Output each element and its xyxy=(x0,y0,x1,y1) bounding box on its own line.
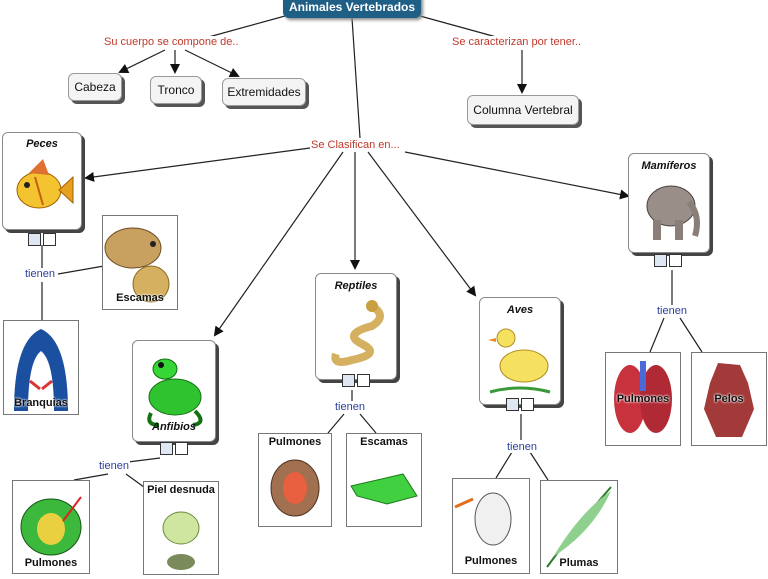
card-anfibios[interactable]: Anfibios xyxy=(132,340,216,442)
skin-frog-image xyxy=(162,511,200,570)
gills-image xyxy=(14,329,68,411)
link-compose: Su cuerpo se compone de.. xyxy=(103,36,240,48)
feature-label: Pulmones xyxy=(268,436,322,448)
icons-anfibios xyxy=(160,442,188,455)
photo-aves-pulmones[interactable]: Pulmones xyxy=(452,478,530,574)
turtle-lungs-image xyxy=(270,459,320,517)
card-title-peces: Peces xyxy=(26,138,58,150)
link-classify: Se Clasifican en... xyxy=(310,139,401,151)
icons-mamiferos xyxy=(654,254,682,267)
icons-peces xyxy=(28,233,56,246)
image-icon[interactable] xyxy=(654,254,667,267)
card-title-reptiles: Reptiles xyxy=(334,280,378,292)
root-concept[interactable]: Animales Vertebrados xyxy=(283,0,421,18)
document-icon[interactable] xyxy=(521,398,534,411)
photo-mamiferos-pulmones[interactable]: Pulmones xyxy=(605,352,681,446)
frog-image xyxy=(147,358,203,427)
feature-label: Plumas xyxy=(559,557,599,569)
feature-label: Pulmones xyxy=(24,557,78,569)
feature-label: Escamas xyxy=(360,436,408,448)
card-title-mamiferos: Mamíferos xyxy=(641,160,697,172)
card-reptiles[interactable]: Reptiles xyxy=(315,273,397,380)
part-tronco[interactable]: Tronco xyxy=(150,76,202,104)
hide-image xyxy=(704,363,754,437)
feature-label: Piel desnuda xyxy=(147,484,215,496)
link-mamiferos-tienen: tienen xyxy=(656,305,688,317)
document-icon[interactable] xyxy=(175,442,188,455)
fish-image xyxy=(16,159,74,209)
card-mamiferos[interactable]: Mamíferos xyxy=(628,153,710,253)
feathers-image xyxy=(546,486,612,568)
snake-image xyxy=(331,300,384,366)
feature-label: Pelos xyxy=(714,393,744,405)
link-reptiles-tienen: tienen xyxy=(334,401,366,413)
image-icon[interactable] xyxy=(342,374,355,387)
scales-image xyxy=(104,227,170,303)
document-icon[interactable] xyxy=(669,254,682,267)
photo-peces-branquias[interactable]: Branquias xyxy=(3,320,79,415)
image-icon[interactable] xyxy=(506,398,519,411)
link-peces-tienen: tienen xyxy=(24,268,56,280)
link-characterize: Se caracterizan por tener.. xyxy=(451,36,583,48)
bird-lungs-image xyxy=(454,492,512,546)
link-anfibios-tienen: tienen xyxy=(98,460,130,472)
image-icon[interactable] xyxy=(28,233,41,246)
photo-aves-plumas[interactable]: Plumas xyxy=(540,480,618,574)
lungs-frog-image xyxy=(20,496,82,556)
elephant-image xyxy=(646,185,700,240)
photo-mamiferos-pelos[interactable]: Pelos xyxy=(691,352,767,446)
photo-anfibios-piel[interactable]: Piel desnuda xyxy=(143,481,219,575)
photo-peces-escamas[interactable]: Escamas xyxy=(102,215,178,310)
link-aves-tienen: tienen xyxy=(506,441,538,453)
duck-image xyxy=(488,328,551,394)
mammal-lungs-image xyxy=(614,361,672,433)
feature-label: Pulmones xyxy=(616,393,670,405)
part-extremidades[interactable]: Extremidades xyxy=(222,78,306,106)
feature-label: Pulmones xyxy=(464,555,518,567)
photo-anfibios-pulmones[interactable]: Pulmones xyxy=(12,480,90,574)
crocodile-image xyxy=(350,473,418,505)
icons-aves xyxy=(506,398,534,411)
feature-label: Escamas xyxy=(116,292,164,304)
icons-reptiles xyxy=(342,374,370,387)
card-title-aves: Aves xyxy=(506,304,534,316)
part-cabeza[interactable]: Cabeza xyxy=(68,73,122,101)
document-icon[interactable] xyxy=(43,233,56,246)
card-aves[interactable]: Aves xyxy=(479,297,561,405)
card-title-anfibios: Anfibios xyxy=(152,421,196,433)
photo-reptiles-pulmones[interactable]: Pulmones xyxy=(258,433,332,527)
photo-reptiles-escamas[interactable]: Escamas xyxy=(346,433,422,527)
card-peces[interactable]: Peces xyxy=(2,132,82,230)
characteristic-columna[interactable]: Columna Vertebral xyxy=(467,95,579,125)
document-icon[interactable] xyxy=(357,374,370,387)
feature-label: Branquias xyxy=(14,397,68,409)
image-icon[interactable] xyxy=(160,442,173,455)
